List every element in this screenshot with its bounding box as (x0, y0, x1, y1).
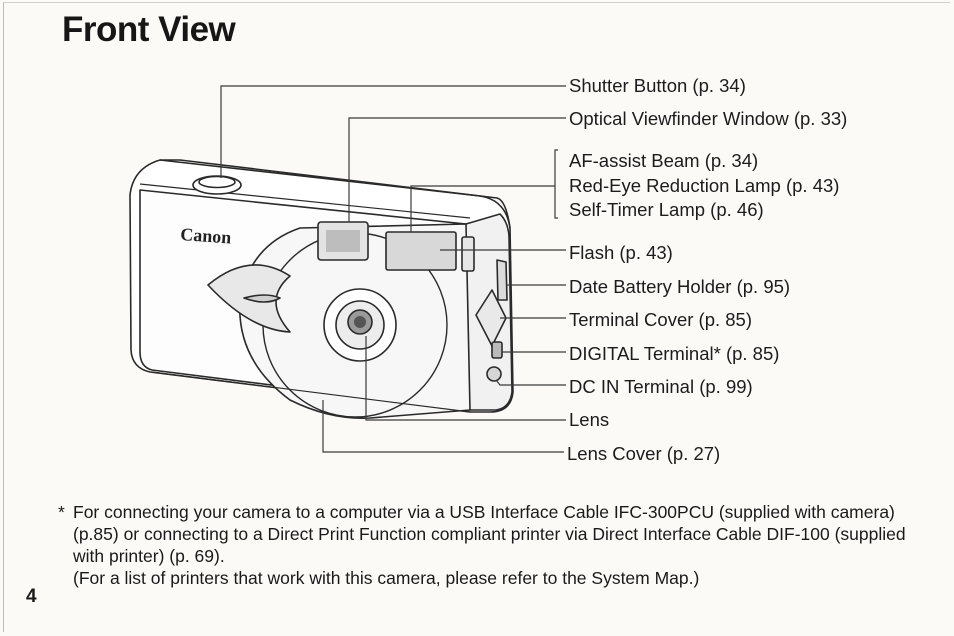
leader-lens (365, 336, 566, 421)
brand-logo: Canon (180, 224, 232, 248)
digital-terminal (491, 341, 503, 359)
callout-viewfinder: Optical Viewfinder Window (p. 33) (569, 108, 848, 129)
camera-front-view-illustration: Canon (129, 85, 566, 453)
camera-top-face (160, 159, 511, 229)
dc-in-terminal (486, 366, 502, 382)
footnote-marker: * (58, 502, 65, 522)
leader-dcin (495, 379, 566, 386)
bracket (554, 149, 558, 219)
footnote: * For connecting your camera to a comput… (58, 501, 938, 589)
leader-lens-cover (322, 400, 564, 453)
date-battery-holder (496, 259, 508, 301)
shutter-button (192, 175, 242, 195)
callout-red-eye: Red-Eye Reduction Lamp (p. 43) (569, 175, 840, 196)
callout-terminal-cover: Terminal Cover (p. 85) (569, 309, 753, 330)
leader-af-bracket (410, 185, 555, 232)
footnote-text: For connecting your camera to a computer… (73, 502, 906, 566)
callout-dc-in: DC IN Terminal (p. 99) (569, 376, 753, 397)
page-title: Front View (62, 10, 236, 49)
leader-viewfinder (348, 117, 566, 222)
callout-flash: Flash (p. 43) (569, 242, 673, 263)
callout-date-battery: Date Battery Holder (p. 95) (569, 276, 791, 297)
callout-lens-cover: Lens Cover (p. 27) (567, 443, 721, 464)
callout-af-assist: AF-assist Beam (p. 34) (569, 150, 759, 171)
leader-shutter (220, 85, 566, 178)
callout-lens: Lens (569, 409, 610, 430)
flash-window (385, 231, 457, 271)
callout-self-timer: Self-Timer Lamp (p. 46) (569, 199, 764, 220)
af-assist-lamp (461, 236, 475, 272)
footnote-note: (For a list of printers that work with t… (73, 568, 700, 588)
page-number: 4 (26, 586, 37, 607)
callout-digital-terminal: DIGITAL Terminal* (p. 85) (569, 343, 780, 364)
callout-shutter-button: Shutter Button (p. 34) (569, 75, 746, 96)
